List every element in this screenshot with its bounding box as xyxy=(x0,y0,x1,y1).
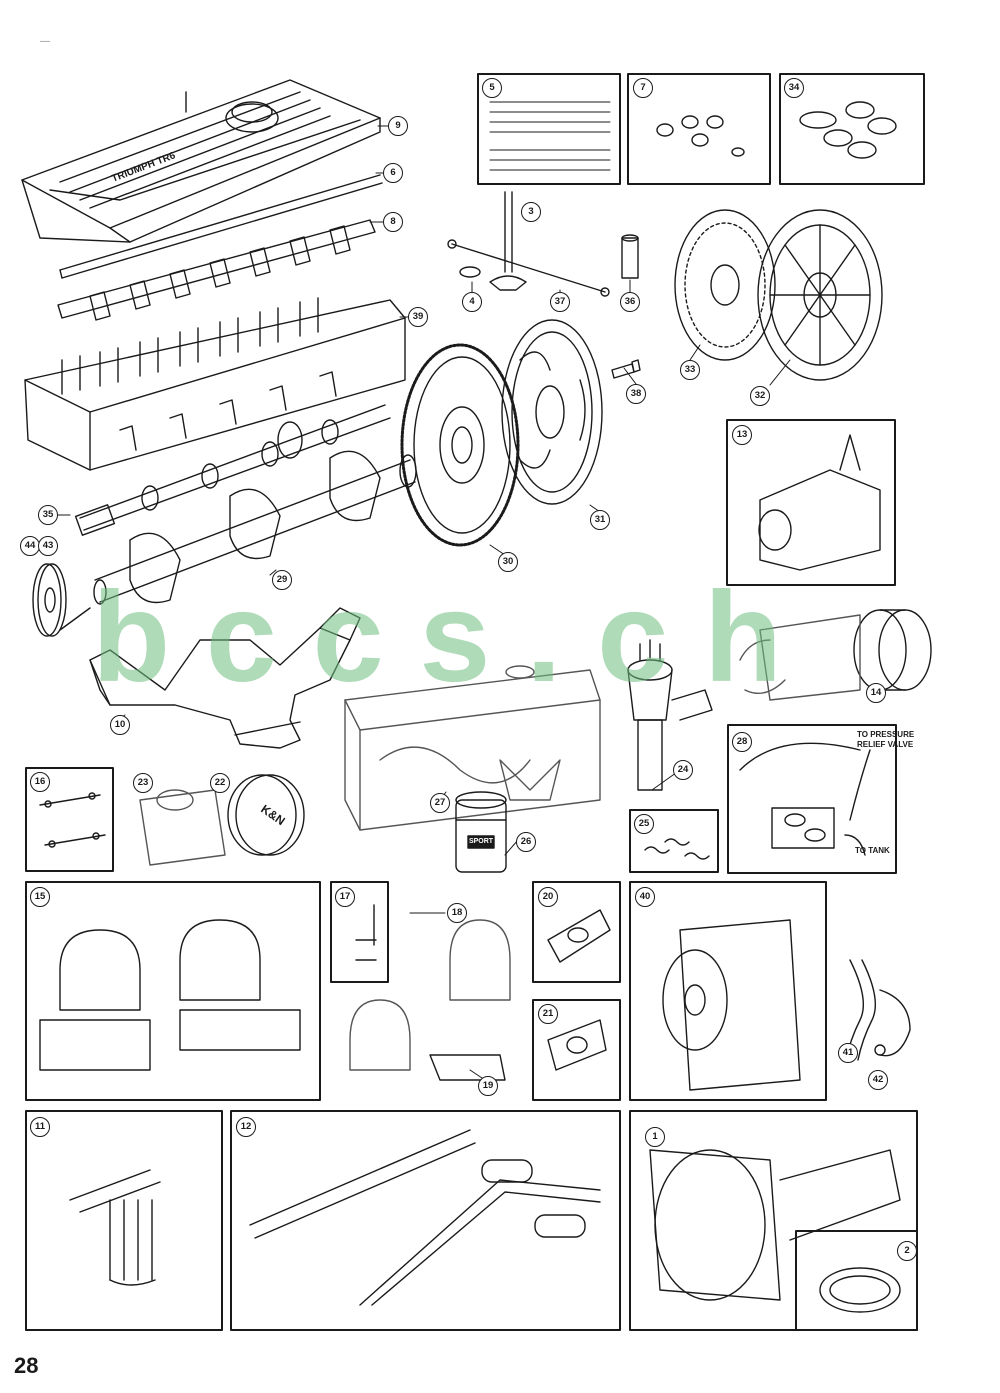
callout-40: 40 xyxy=(635,887,655,907)
callout-20: 20 xyxy=(538,887,558,907)
panel-fuel-pump-28 xyxy=(728,725,896,873)
exhaust-manifold-illustration xyxy=(90,608,360,748)
panel-linkage-16 xyxy=(26,768,113,871)
callout-25: 25 xyxy=(634,814,654,834)
panel-header-11 xyxy=(26,1111,222,1330)
callout-37: 37 xyxy=(550,292,570,312)
callout-39: 39 xyxy=(408,307,428,327)
callout-7: 7 xyxy=(633,78,653,98)
panel-exhaust-12 xyxy=(231,1111,620,1330)
corner-mark: — xyxy=(40,36,50,47)
hose-illustration xyxy=(846,960,910,1060)
panel-carb-kit-25 xyxy=(630,810,718,872)
callout-17: 17 xyxy=(335,887,355,907)
callout-13: 13 xyxy=(732,425,752,445)
callout-44: 44 xyxy=(20,536,40,556)
panel-carburettors-15 xyxy=(26,882,320,1100)
callout-38: 38 xyxy=(626,384,646,404)
callout-12: 12 xyxy=(236,1117,256,1137)
panel-gasket-21 xyxy=(533,1000,620,1100)
panel-tappets xyxy=(628,74,770,184)
callout-21: 21 xyxy=(538,1004,558,1024)
crankshaft-illustration xyxy=(94,451,416,604)
callout-24: 24 xyxy=(673,760,693,780)
callout-35: 35 xyxy=(38,505,58,525)
callout-9: 9 xyxy=(388,116,408,136)
callout-43: 43 xyxy=(38,536,58,556)
callout-14: 14 xyxy=(866,683,886,703)
panel-bearings xyxy=(780,74,924,184)
pulley-illustration xyxy=(33,564,90,636)
coil-label: SPORT xyxy=(468,838,494,845)
callout-41: 41 xyxy=(838,1043,858,1063)
watermark: b c c s . c h xyxy=(92,566,783,709)
callout-10: 10 xyxy=(110,715,130,735)
engine-bay-illustration xyxy=(345,666,600,830)
carb-bracket-illustration xyxy=(350,920,510,1080)
panel-diff-2 xyxy=(796,1231,917,1330)
callout-34: 34 xyxy=(784,78,804,98)
pushrod-strip-illustration xyxy=(60,175,382,278)
note-to-tank: TO TANK xyxy=(855,846,890,855)
callout-8: 8 xyxy=(383,212,403,232)
callout-33: 33 xyxy=(680,360,700,380)
carburettor-23-illustration xyxy=(140,790,225,865)
callout-29: 29 xyxy=(272,570,292,590)
air-filter-illustration xyxy=(228,775,304,855)
ignition-coil-illustration xyxy=(456,792,506,872)
callout-26: 26 xyxy=(516,832,536,852)
callout-27: 27 xyxy=(430,793,450,813)
camshaft-illustration xyxy=(76,405,390,535)
note-pressure-relief: TO PRESSURE RELIEF VALVE xyxy=(857,730,915,749)
callout-22: 22 xyxy=(210,773,230,793)
rocker-shaft-illustration xyxy=(58,220,375,320)
callout-23: 23 xyxy=(133,773,153,793)
callout-5: 5 xyxy=(482,78,502,98)
callout-36: 36 xyxy=(620,292,640,312)
valve-cover-illustration xyxy=(22,80,380,242)
callout-6: 6 xyxy=(383,163,403,183)
cylinder-head-illustration xyxy=(25,298,405,470)
callout-19: 19 xyxy=(478,1076,498,1096)
panel-valve-springs xyxy=(478,74,620,184)
callout-15: 15 xyxy=(30,887,50,907)
callout-30: 30 xyxy=(498,552,518,572)
panel-carb-install-17 xyxy=(331,882,388,982)
callout-18: 18 xyxy=(447,903,467,923)
flexplate-illustration xyxy=(502,320,602,504)
callout-28: 28 xyxy=(732,732,752,752)
callout-3: 3 xyxy=(521,202,541,222)
panel-radiator-40 xyxy=(630,882,826,1100)
panel-gearbox-1 xyxy=(630,1111,917,1330)
flywheel-illustration xyxy=(402,345,518,545)
callout-31: 31 xyxy=(590,510,610,530)
callout-4: 4 xyxy=(462,292,482,312)
callout-32: 32 xyxy=(750,386,770,406)
panel-spacer-20 xyxy=(533,882,620,982)
callout-1: 1 xyxy=(645,1127,665,1147)
callout-42: 42 xyxy=(868,1070,888,1090)
clutch-illustration xyxy=(675,210,882,380)
distributor-illustration xyxy=(628,640,712,790)
callout-16: 16 xyxy=(30,772,50,792)
callout-11: 11 xyxy=(30,1117,50,1137)
callout-2: 2 xyxy=(897,1241,917,1261)
panel-injection-pump xyxy=(727,420,895,585)
page-number: 28 xyxy=(14,1353,39,1378)
